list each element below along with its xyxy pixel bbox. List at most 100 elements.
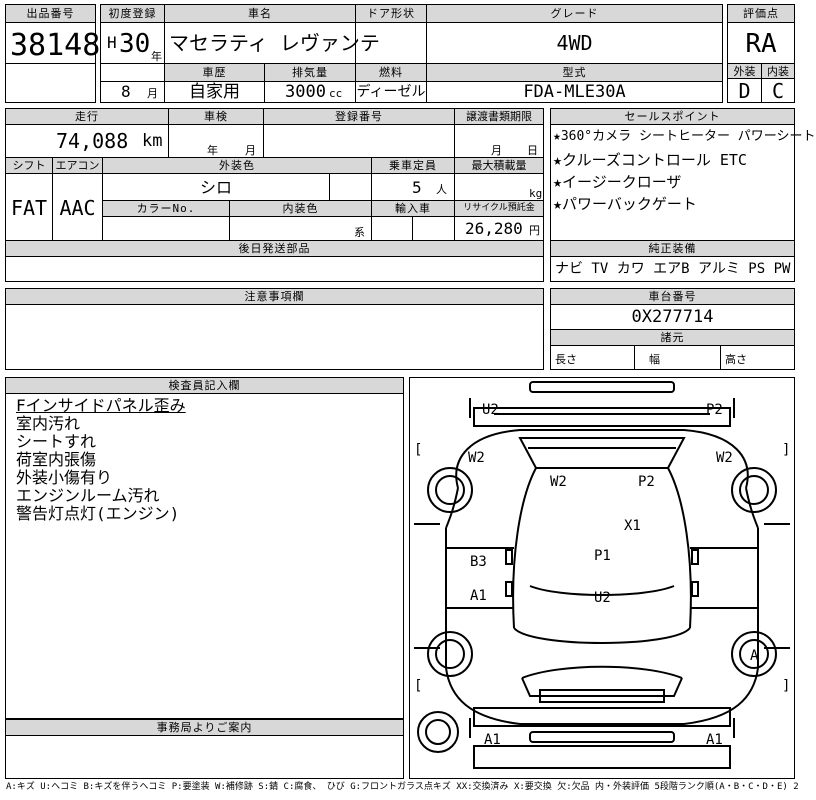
import-cell-b xyxy=(412,216,455,241)
capacity-cell: 5 人 xyxy=(371,173,455,201)
inspector-note: 荷室内張傷 xyxy=(16,450,97,469)
inspector-note: 警告灯点灯(エンジン) xyxy=(16,504,180,523)
exterior-grade-header: 外装 xyxy=(727,63,762,79)
inspector-note: シートすれ xyxy=(16,432,97,451)
grade-header: グレード xyxy=(426,4,723,23)
later-parts-header: 後日発送部品 xyxy=(5,240,544,257)
exterior-grade-cell: D xyxy=(727,78,762,103)
inspector-note: 室内汚れ xyxy=(16,414,81,433)
office-header: 事務局よりご案内 xyxy=(5,719,404,736)
equipment-cell: ナビ TV カワ エアB アルミ PS PW xyxy=(550,256,795,282)
car-name-header: 車名 xyxy=(164,4,356,23)
sales-points-box: ★360°カメラ シートヒーター パワーシート ★クルーズコントロール ETC … xyxy=(550,124,816,241)
import-cell-a xyxy=(371,216,413,241)
transfer-cell: 月 日 xyxy=(454,124,544,158)
model-code-cell: FDA-MLE30A xyxy=(426,81,723,103)
mileage-value: 74,088 xyxy=(56,129,129,153)
lot-blank-cell xyxy=(5,63,96,103)
inspector-note: 外装小傷有り xyxy=(16,468,113,487)
chassis-number: 0X277714 xyxy=(631,307,714,327)
mileage-cell: 74,088 km xyxy=(5,124,169,158)
history-cell: 自家用 xyxy=(164,81,265,103)
ext-color-cell: シロ xyxy=(102,173,330,201)
height-cell: 高さ xyxy=(720,345,795,370)
interior-grade-cell: C xyxy=(761,78,795,103)
mark-w2-left: W2 xyxy=(468,450,485,466)
sales-point-item: ★360°カメラ シートヒーター パワーシート xyxy=(553,129,816,144)
grade-value: 4WD xyxy=(556,31,593,55)
length-cell: 長さ xyxy=(550,345,635,370)
specs-header: 諸元 xyxy=(550,329,795,346)
mark-b3: B3 xyxy=(470,554,487,570)
chassis-header: 車台番号 xyxy=(550,288,795,305)
sales-point-item: ★パワーバックゲート xyxy=(553,195,697,213)
damage-diagram: U2 P2 W2 W2 W2 P2 X1 B3 P1 A1 U2 A A1 A1… xyxy=(409,377,795,779)
lot-number: 38148 xyxy=(10,28,101,63)
score-value: RA xyxy=(745,29,777,59)
sales-point-item: ★クルーズコントロール ETC xyxy=(553,151,747,169)
capacity-header: 乗車定員 xyxy=(371,157,455,174)
recycle-value: 26,280 xyxy=(465,219,523,238)
mark-x1: X1 xyxy=(624,518,641,534)
ext-color-extra xyxy=(329,173,372,201)
bracket-right: ] xyxy=(782,442,790,458)
inspector-note: エンジンルーム汚れ xyxy=(16,486,160,505)
width-cell: 幅 xyxy=(634,345,721,370)
recycle-header: リサイクル預託金 xyxy=(454,200,544,217)
bracket-left: [ xyxy=(414,678,422,694)
int-color-header: 内装色 xyxy=(229,200,372,217)
color-no-header: カラーNo. xyxy=(102,200,230,217)
mark-p2-center: P2 xyxy=(638,474,655,490)
history-header: 車歴 xyxy=(164,63,265,82)
later-parts-cell xyxy=(5,256,544,282)
first-reg-month-cell: 8 月 xyxy=(100,81,165,103)
mark-a1-bottom-right: A1 xyxy=(706,732,723,748)
inspector-note: Fインサイドパネル歪み xyxy=(16,396,186,415)
first-reg-year-cell: H 30 年 xyxy=(100,22,165,64)
mileage-header: 走行 xyxy=(5,108,169,125)
ac-header: エアコン xyxy=(52,157,103,174)
inspector-box: Fインサイドパネル歪み 室内汚れ シートすれ 荷室内張傷 外装小傷有り エンジン… xyxy=(5,393,404,719)
lot-number-cell: 38148 xyxy=(5,22,100,64)
displacement-cell: 3000 cc xyxy=(264,81,356,103)
displacement-header: 排気量 xyxy=(264,63,356,82)
first-reg-header: 初度登録 xyxy=(100,4,165,23)
mark-w2-right: W2 xyxy=(716,450,733,466)
inspection-header: 車検 xyxy=(168,108,264,125)
ext-color-header: 外装色 xyxy=(102,157,372,174)
shift-header: シフト xyxy=(5,157,53,174)
mark-w2-center: W2 xyxy=(550,474,567,490)
import-header: 輸入車 xyxy=(371,200,455,217)
mark-a1-door: A1 xyxy=(470,588,487,604)
score-header: 評価点 xyxy=(727,4,795,23)
mark-a-wheel: A xyxy=(750,648,759,664)
office-box xyxy=(5,735,404,779)
door-cell xyxy=(355,22,427,64)
inspector-header: 検査員記入欄 xyxy=(5,377,404,394)
damage-legend: A:キズ U:ヘコミ B:キズを伴うヘコミ P:要塗装 W:補修跡 S:錆 C:… xyxy=(6,782,799,792)
transfer-header: 譲渡書類期限 xyxy=(454,108,544,125)
mark-a1-bottom-left: A1 xyxy=(484,732,501,748)
inspection-cell: 年 月 xyxy=(168,124,264,158)
car-outline: U2 P2 W2 W2 W2 P2 X1 B3 P1 A1 U2 A A1 A1… xyxy=(414,381,790,769)
mark-p2-rear: P2 xyxy=(706,402,723,418)
mark-p1: P1 xyxy=(594,548,611,564)
score-cell: RA xyxy=(727,22,795,64)
reg-no-cell xyxy=(263,124,455,158)
reg-no-header: 登録番号 xyxy=(263,108,455,125)
model-code-header: 型式 xyxy=(426,63,723,82)
fuel-header: 燃料 xyxy=(355,63,427,82)
grade-cell: 4WD xyxy=(426,22,723,64)
bracket-left: [ xyxy=(414,442,422,458)
ac-cell: AAC xyxy=(52,173,103,241)
load-cell: kg xyxy=(454,173,544,201)
mark-u2-front: U2 xyxy=(594,590,611,606)
load-header: 最大積載量 xyxy=(454,157,544,174)
sales-points-header: セールスポイント xyxy=(550,108,795,125)
recycle-cell: 26,280 円 xyxy=(454,216,544,241)
int-color-cell: 系 xyxy=(229,216,372,241)
equipment-header: 純正装備 xyxy=(550,240,795,257)
caution-box xyxy=(5,304,544,370)
sales-point-item: ★イージークローザ xyxy=(553,173,682,191)
lot-number-header: 出品番号 xyxy=(5,4,96,23)
